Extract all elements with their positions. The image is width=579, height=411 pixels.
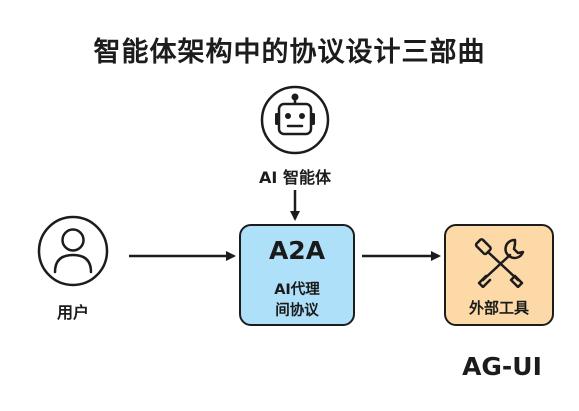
wrench-screwdriver-icon [474,238,525,288]
diagram-title: 智能体架构中的协议设计三部曲 [93,37,486,68]
agent-label: AI 智能体 [259,168,331,187]
robot-icon [260,85,330,155]
a2a-node: A2A AI代理 间协议 [239,224,355,326]
a2a-subtitle-line2: 间协议 [275,303,319,319]
a2a-subtitle-line1: AI代理 [274,282,320,298]
external-tools-label: 外部工具 [468,299,529,317]
user-label: 用户 [56,303,89,322]
agui-label: AG-UI [462,352,542,381]
a2a-title: A2A [268,236,326,265]
external-tools-node: 外部工具 [444,224,554,326]
user-icon [37,215,109,287]
